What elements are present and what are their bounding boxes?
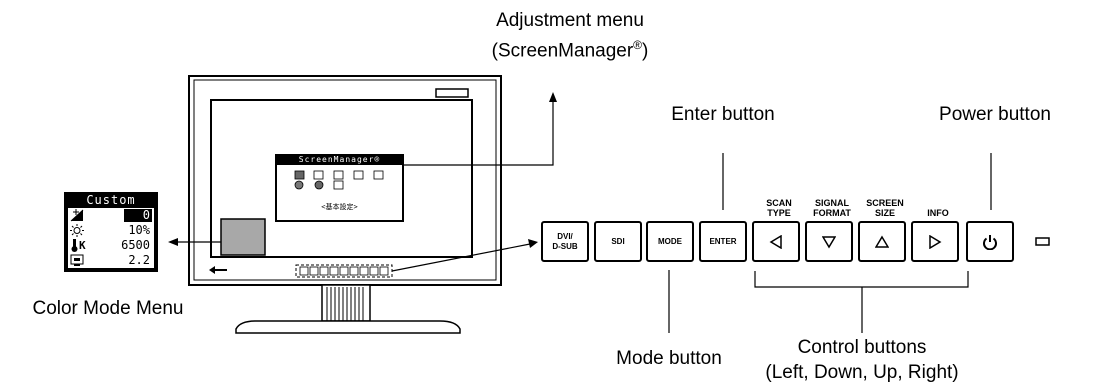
triangle-down-icon bbox=[822, 235, 836, 249]
monitor-stand bbox=[235, 284, 461, 334]
sm-icon-4 bbox=[353, 170, 364, 180]
power-led bbox=[1035, 237, 1050, 246]
gamma-value: 2.2 bbox=[128, 253, 150, 267]
sm-icon-7 bbox=[314, 180, 324, 190]
monitor-screen bbox=[210, 99, 473, 258]
contrast-value-box: 0 bbox=[124, 209, 152, 222]
front-button-strip-buttons bbox=[299, 266, 389, 276]
panel-arrow bbox=[391, 239, 538, 272]
adjustment-menu-label: Adjustment menu (ScreenManager®) bbox=[470, 9, 670, 63]
triangle-left-icon bbox=[769, 234, 783, 249]
sm-icon-2 bbox=[313, 170, 324, 180]
up-button[interactable] bbox=[858, 221, 906, 262]
power-button[interactable] bbox=[966, 221, 1014, 262]
contrast-icon bbox=[70, 209, 84, 222]
gamma-icon bbox=[70, 254, 84, 267]
sm-icon-5 bbox=[373, 170, 384, 180]
sm-icon-6 bbox=[294, 180, 304, 190]
color-mode-menu-label: Color Mode Menu bbox=[32, 298, 184, 319]
sdi-button[interactable]: SDI bbox=[594, 221, 642, 262]
screenmanager-footer: <基本設定> bbox=[321, 203, 358, 211]
screenmanager-text: (ScreenManager bbox=[491, 40, 634, 62]
enter-button-label: Enter button bbox=[671, 104, 775, 125]
mode-button-label: Mode button bbox=[616, 348, 722, 369]
info-caption: INFO bbox=[927, 208, 949, 218]
sm-icon-3 bbox=[333, 170, 344, 180]
contrast-value: 0 bbox=[142, 208, 150, 222]
power-icon bbox=[982, 234, 998, 250]
down-button[interactable] bbox=[805, 221, 853, 262]
right-button[interactable] bbox=[911, 221, 959, 262]
color-mode-arrow bbox=[168, 238, 221, 246]
temperature-icon bbox=[70, 239, 80, 252]
left-button[interactable] bbox=[752, 221, 800, 262]
registered-mark: ® bbox=[633, 38, 643, 52]
power-button-label: Power button bbox=[939, 104, 1051, 125]
control-buttons-label: Control buttons bbox=[797, 337, 927, 358]
temperature-unit: K bbox=[79, 239, 86, 252]
scan-type-caption: SCAN TYPE bbox=[766, 198, 792, 218]
sm-icon-8 bbox=[333, 180, 344, 190]
triangle-right-icon bbox=[928, 234, 942, 249]
screen-size-caption: SCREEN SIZE bbox=[866, 198, 904, 218]
sm-icon-1 bbox=[294, 170, 305, 180]
mode-button[interactable]: MODE bbox=[646, 221, 694, 262]
brightness-value: 10% bbox=[128, 223, 150, 237]
temperature-value: 6500 bbox=[121, 238, 150, 252]
monitor-logo-plate bbox=[435, 88, 469, 98]
adjustment-menu-arrow bbox=[403, 92, 557, 166]
color-mode-window bbox=[220, 218, 266, 256]
color-mode-menu: Custom 0 10% K 6500 2.2 bbox=[64, 192, 158, 272]
screenmanager-label: (ScreenManager®) bbox=[470, 33, 670, 63]
screenmanager-titlebar bbox=[276, 155, 403, 165]
dvi-dsub-button[interactable]: DVI/ D-SUB bbox=[541, 221, 589, 262]
bezel-arrow-icon bbox=[209, 266, 227, 274]
color-mode-body: 0 10% K 6500 2.2 bbox=[68, 208, 154, 268]
color-mode-title: Custom bbox=[86, 193, 136, 207]
adjustment-menu-title: Adjustment menu bbox=[496, 10, 644, 31]
triangle-up-icon bbox=[875, 235, 889, 249]
screenmanager-title: ScreenManager® bbox=[298, 155, 381, 164]
screenmanager-icons bbox=[294, 170, 384, 190]
brightness-icon bbox=[70, 224, 84, 237]
monitor-inner-bezel bbox=[193, 79, 497, 281]
enter-button[interactable]: ENTER bbox=[699, 221, 747, 262]
screenmanager-close: ) bbox=[642, 40, 649, 62]
signal-format-caption: SIGNAL FORMAT bbox=[813, 198, 851, 218]
control-buttons-sublabel: (Left, Down, Up, Right) bbox=[765, 362, 959, 383]
control-buttons-bracket bbox=[754, 271, 969, 333]
